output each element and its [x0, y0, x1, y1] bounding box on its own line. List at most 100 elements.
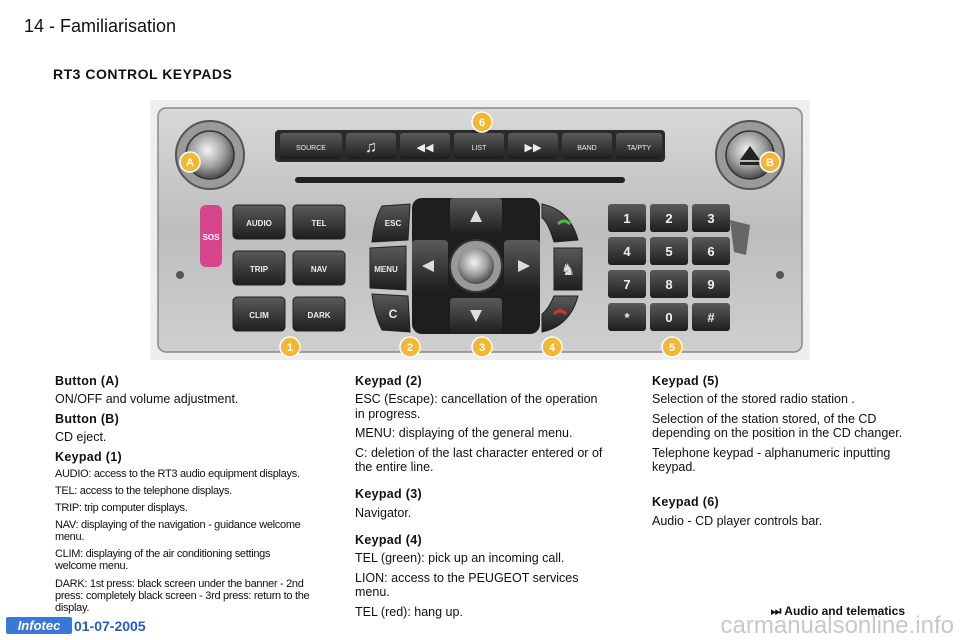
tel-green-description: TEL (green): pick up an incoming call. [355, 551, 565, 566]
callout-marker [541, 336, 563, 358]
sos-button[interactable] [200, 205, 222, 267]
callout-label: A [186, 157, 194, 169]
keypad-3-title: Keypad (3) [355, 487, 422, 502]
keypad-key-label: 8 [665, 277, 672, 292]
page-header: 14 - Familiarisation [24, 16, 177, 36]
band-button-label[interactable]: BAND [577, 145, 596, 152]
menu-button[interactable]: MENU [374, 265, 398, 274]
menu-description: MENU: displaying of the general menu. [355, 426, 573, 441]
callout-label: 5 [669, 342, 675, 354]
keypad-6-title: Keypad (6) [652, 495, 719, 510]
keypad-1-title: Keypad (1) [55, 449, 122, 464]
button-b-title: Button (B) [55, 411, 120, 426]
music-note-icon[interactable]: ♫ [365, 139, 377, 156]
keypad-key[interactable] [650, 204, 688, 232]
fast-forward-icon[interactable]: ▶▶ [525, 142, 542, 154]
keypad-4-title: Keypad (4) [355, 533, 422, 547]
keypad-key[interactable] [692, 237, 730, 265]
keypad-key[interactable] [692, 270, 730, 298]
keypad-key[interactable] [650, 237, 688, 265]
source-button-label[interactable]: SOURCE [296, 145, 326, 152]
keypad-key[interactable] [608, 270, 646, 298]
button-a-text: ON/OFF and volume adjustment. [55, 392, 239, 407]
button-b-text: CD eject. [55, 430, 107, 445]
button-a-title: Button (A) [55, 374, 120, 388]
keypad-2: ESC MENU C [369, 203, 411, 333]
clim-button[interactable]: CLIM [249, 311, 269, 320]
navigator-knob[interactable] [458, 248, 494, 284]
arrow-down-icon[interactable] [470, 310, 482, 322]
clim-description: CLIM: displaying of the air conditioning… [55, 548, 271, 573]
callout-marker [471, 111, 493, 133]
rt3-radio-illustration: SOURCE ♫ ◀◀ LIST ▶▶ BAND TA/PTY SOS AUDI… [150, 100, 810, 360]
cd-slot [295, 177, 625, 183]
keypad-key-label: 6 [707, 244, 714, 259]
next-arrow-icon: ⏭ [770, 604, 785, 618]
trip-button[interactable]: TRIP [250, 265, 269, 274]
keypad-key[interactable] [692, 204, 730, 232]
audio-description: AUDIO: access to the RT3 audio equipment… [55, 467, 300, 480]
keypad-key-label: 4 [623, 244, 631, 259]
callout-marker [661, 336, 683, 358]
dark-button[interactable]: DARK [307, 311, 330, 320]
arrow-up-icon[interactable] [470, 210, 482, 222]
column-keypads-2-4: Keypad (2) ESC (Escape): cancellation of… [355, 374, 605, 624]
keypad-key-label: # [707, 310, 715, 325]
ta-pty-button-label[interactable]: TA/PTY [627, 145, 651, 152]
list-button-label[interactable]: LIST [472, 145, 488, 152]
keypad-key[interactable] [692, 303, 730, 331]
keypad-5-title: Keypad (5) [652, 374, 719, 388]
column-buttons: Button (A) ON/OFF and volume adjustment.… [55, 374, 313, 619]
callout-label: 1 [287, 342, 293, 354]
arrow-left-icon[interactable] [422, 260, 434, 272]
callout-marker [759, 151, 781, 173]
nav-description: NAV: displaying of the navigation - guid… [55, 519, 301, 544]
keypad-key-label: 3 [707, 211, 714, 226]
top-buttons: SOURCE ♫ ◀◀ LIST ▶▶ BAND TA/PTY [280, 133, 662, 159]
keypad-key[interactable] [608, 237, 646, 265]
tel-red-description: TEL (red): hang up. [355, 604, 463, 619]
rewind-icon[interactable]: ◀◀ [417, 142, 434, 154]
phone-red-icon[interactable] [552, 309, 568, 316]
keypad-key-label: 2 [665, 211, 672, 226]
keypad-key[interactable] [650, 270, 688, 298]
infotec-logo: Infotec [6, 617, 72, 634]
callout-label: 2 [407, 342, 413, 354]
lion-description: LION: access to the PEUGEOT services men… [355, 570, 579, 600]
keypad-1: AUDIO TEL TRIP NAV CLIM DARK [232, 204, 346, 332]
column-keypads-5-6: Keypad (5) Selection of the stored radio… [652, 374, 907, 533]
audio-telematics-label: Audio and telematics [784, 604, 905, 618]
keypad-key[interactable] [608, 303, 646, 331]
navigator-description: Navigator. [355, 505, 412, 520]
callout-marker [399, 336, 421, 358]
watermark: carmanualsonline.info [720, 612, 954, 639]
keypad-key-label: * [624, 310, 630, 325]
keypad-key-label: 5 [665, 244, 672, 259]
audio-telematics-link[interactable]: ⏭ Audio and telematics [771, 604, 905, 619]
sos-label: SOS [203, 233, 221, 242]
esc-button[interactable]: ESC [385, 219, 402, 228]
tel-description: TEL: access to the telephone displays. [55, 484, 232, 497]
c-description: C: deletion of the last character entere… [355, 445, 603, 474]
keypad-key[interactable] [650, 303, 688, 331]
keypad-key-label: 7 [623, 277, 630, 292]
station-cd-selection-text: Selection of the station stored, of the … [652, 411, 903, 441]
keypad-key[interactable] [608, 204, 646, 232]
keypad-3-navigator [412, 198, 540, 334]
nav-button[interactable]: NAV [311, 265, 328, 274]
audio-button[interactable]: AUDIO [246, 219, 272, 228]
arrow-right-icon[interactable] [518, 260, 530, 272]
section-title: RT3 CONTROL KEYPADS [53, 66, 233, 82]
phone-green-icon[interactable] [556, 219, 572, 226]
keypad-key-label: 9 [707, 277, 714, 292]
eject-icon [740, 146, 760, 160]
lion-icon[interactable]: ♞ [561, 262, 575, 279]
cd-bar-text: Audio - CD player controls bar. [652, 513, 823, 528]
keypad-2-title: Keypad (2) [355, 374, 422, 388]
esc-description: ESC (Escape): cancellation of the operat… [355, 392, 598, 421]
callout-label: B [766, 157, 774, 169]
c-button[interactable]: C [389, 307, 398, 321]
keypad-4: ♞ [541, 203, 583, 333]
tel-button[interactable]: TEL [311, 219, 326, 228]
